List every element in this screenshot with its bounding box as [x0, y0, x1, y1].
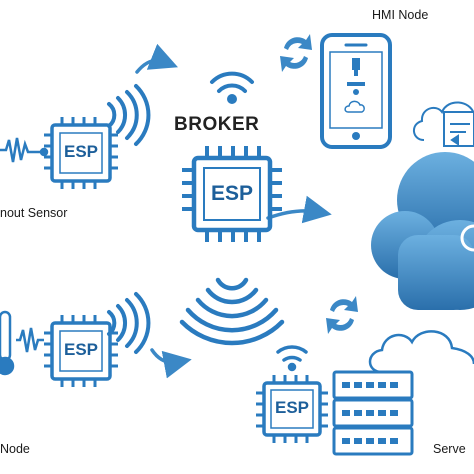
server-cloud-icon: [368, 330, 474, 374]
server-rack-icon: [332, 370, 414, 456]
wifi-signal-icon: [107, 84, 151, 146]
input-sensor-label: nout Sensor: [0, 206, 68, 220]
screen-app-icons: [344, 58, 365, 113]
esp-chip-bottom-left: [44, 315, 118, 387]
data-flow-arrow: [266, 195, 332, 224]
wifi-signal-icon: [276, 345, 308, 372]
esp-chip-bottom-left-label: ESP: [63, 340, 99, 359]
sync-arrows-icon: [326, 296, 358, 334]
esp-chip-broker-label: ESP: [210, 182, 254, 205]
smartphone-icon: [320, 33, 392, 149]
web-dashboard-cloud-icon: [413, 101, 474, 147]
esp-chip-top-left-label: ESP: [63, 142, 99, 161]
broker-label: BROKER: [174, 114, 260, 135]
thermometer-icon: [0, 310, 44, 376]
server-label: Serve: [433, 442, 466, 456]
esp-chip-broker: [182, 146, 282, 242]
wifi-broadcast-icon: [179, 277, 285, 346]
data-flow-arrow: [150, 348, 192, 379]
wifi-signal-icon: [210, 71, 254, 104]
cloud-icon: [371, 152, 474, 310]
wifi-signal-icon: [107, 292, 151, 354]
hmi-node-label: HMI Node: [372, 8, 429, 22]
data-flow-arrow: [135, 43, 179, 74]
sync-arrows-icon: [280, 34, 312, 72]
node-label: Node: [0, 442, 30, 456]
esp-chip-bottom-right: [256, 375, 328, 443]
esp-chip-top-left: [44, 117, 118, 189]
sensor-signal-icon: [0, 137, 49, 163]
esp-chip-bottom-right-label: ESP: [274, 398, 310, 417]
